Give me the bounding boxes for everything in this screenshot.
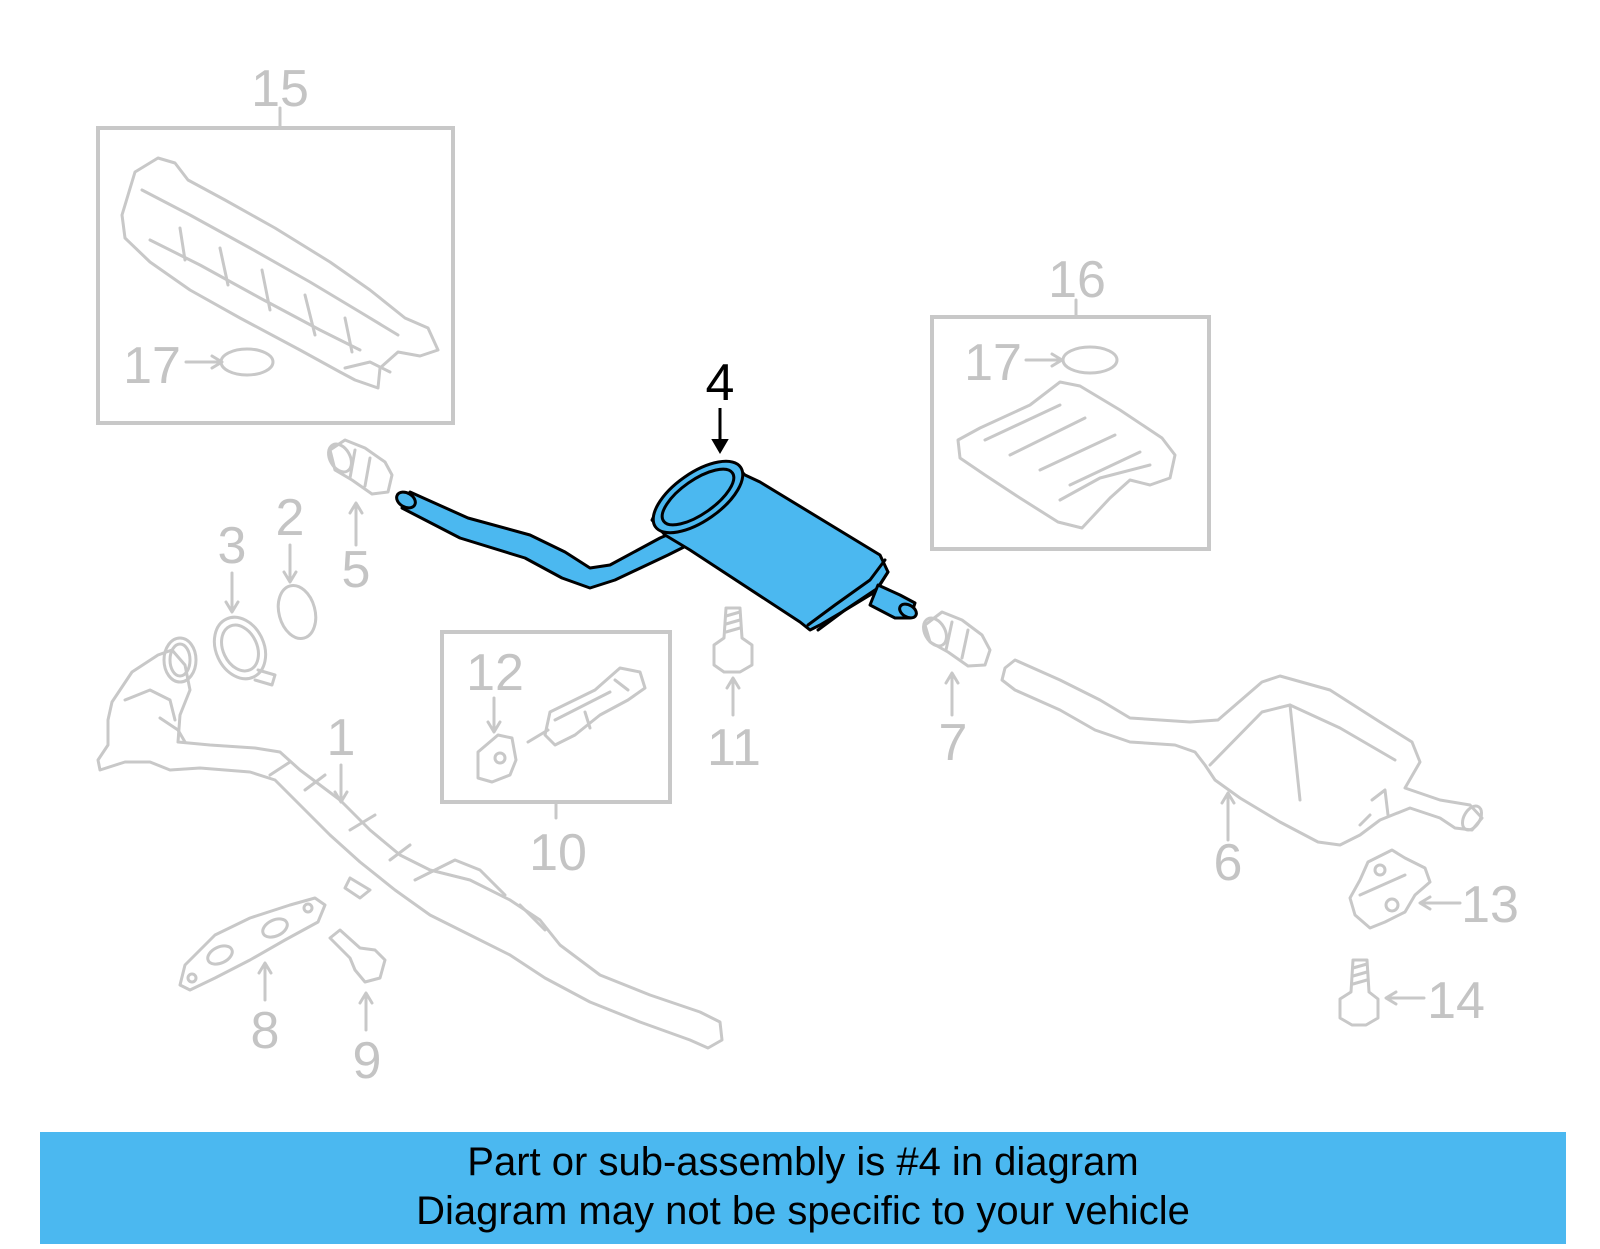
part-13-hanger[interactable] bbox=[1348, 848, 1432, 930]
part-11-bolt[interactable] bbox=[712, 606, 754, 674]
callout-17-rear[interactable]: 17 bbox=[964, 334, 1022, 392]
part-13-group: 13 bbox=[1348, 848, 1519, 934]
callout-12[interactable]: 12 bbox=[466, 644, 524, 702]
part-7-group: 7 bbox=[922, 610, 992, 772]
part-1-front-pipe[interactable] bbox=[96, 648, 724, 1050]
part-9-bolt[interactable] bbox=[328, 928, 387, 984]
part-15-heat-shield[interactable] bbox=[120, 156, 440, 390]
part-1-group: 1 bbox=[96, 636, 724, 1050]
part-6-rear-muffler[interactable] bbox=[1000, 658, 1484, 847]
part-3-group: 3 bbox=[205, 517, 277, 687]
part-3-clamp[interactable] bbox=[205, 609, 276, 687]
banner-line-disclaimer: Diagram may not be specific to your vehi… bbox=[416, 1189, 1190, 1233]
part-5-group: 5 bbox=[327, 438, 394, 599]
callout-4[interactable]: 4 bbox=[706, 354, 735, 412]
callout-14[interactable]: 14 bbox=[1427, 972, 1485, 1030]
callout-7[interactable]: 7 bbox=[939, 714, 968, 772]
callout-3[interactable]: 3 bbox=[218, 517, 247, 575]
callout-5[interactable]: 5 bbox=[342, 541, 371, 599]
part-15-box bbox=[96, 126, 455, 425]
part-12-rubber-mount[interactable] bbox=[476, 733, 518, 784]
part-16-box bbox=[930, 315, 1211, 551]
part-15-group: 15 17 bbox=[96, 60, 455, 425]
part-4-group: 4 bbox=[395, 354, 918, 632]
part-10-bracket[interactable] bbox=[543, 666, 647, 747]
part-16-group: 16 17 bbox=[930, 251, 1211, 551]
part-16-heat-shield[interactable] bbox=[956, 380, 1177, 530]
part-2-gasket[interactable] bbox=[273, 581, 322, 642]
callout-15[interactable]: 15 bbox=[251, 60, 309, 118]
callout-11[interactable]: 11 bbox=[707, 719, 761, 777]
part-4-front-end-cap[interactable] bbox=[642, 448, 755, 547]
callout-8[interactable]: 8 bbox=[251, 1002, 280, 1060]
callout-16[interactable]: 16 bbox=[1048, 251, 1106, 309]
callout-1[interactable]: 1 bbox=[327, 709, 356, 767]
callout-13[interactable]: 13 bbox=[1461, 876, 1519, 934]
part-8-flange-gasket[interactable] bbox=[178, 896, 327, 992]
callout-9[interactable]: 9 bbox=[353, 1032, 382, 1090]
part-17-gasket-rear[interactable] bbox=[1061, 345, 1119, 375]
part-11-group: 11 bbox=[707, 606, 761, 777]
callout-6[interactable]: 6 bbox=[1214, 834, 1243, 892]
part-10-group: 10 12 bbox=[440, 630, 672, 882]
part-9-group: 9 bbox=[328, 928, 387, 1090]
exhaust-system-diagram: 15 17 16 17 10 12 bbox=[96, 60, 1519, 1090]
part-14-group: 14 bbox=[1338, 958, 1485, 1030]
part-17-gasket-front[interactable] bbox=[219, 347, 275, 377]
part-2-group: 2 bbox=[273, 489, 322, 642]
callout-2[interactable]: 2 bbox=[276, 489, 305, 547]
callout-10[interactable]: 10 bbox=[529, 824, 587, 882]
banner-line-part-info: Part or sub-assembly is #4 in diagram bbox=[467, 1140, 1139, 1184]
part-5-connector[interactable] bbox=[328, 438, 394, 496]
callout-17-front[interactable]: 17 bbox=[123, 337, 181, 395]
info-banner: Part or sub-assembly is #4 in diagram Di… bbox=[40, 1132, 1566, 1244]
part-4-inlet-pipe[interactable] bbox=[400, 490, 700, 590]
part-8-group: 8 bbox=[178, 896, 327, 1060]
part-14-bolt[interactable] bbox=[1338, 958, 1380, 1027]
part-6-group: 6 bbox=[1000, 658, 1484, 892]
